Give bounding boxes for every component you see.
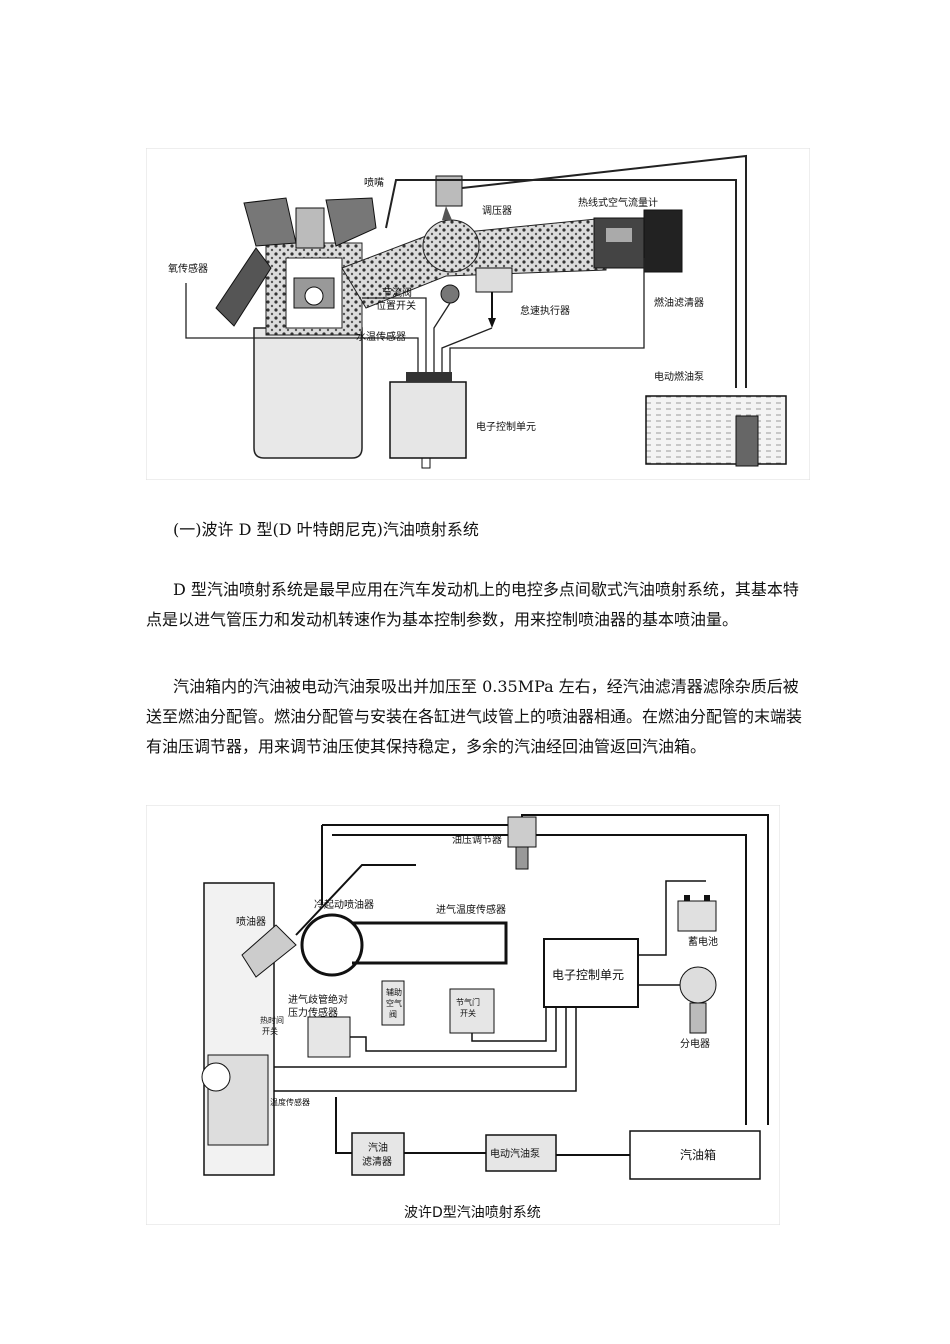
- bosch-d-type-diagram: 油压调节器 喷油器 冷起动喷油器 进气温度传感器 蓄电池 电子控制单元 进气歧管…: [146, 805, 780, 1225]
- label-distributor: 分电器: [680, 1037, 710, 1050]
- engine-block: [201, 882, 297, 1176]
- label-injector: 喷油器: [236, 915, 266, 928]
- fuel-line: [321, 814, 769, 1125]
- battery: [677, 895, 717, 932]
- fuel-pressure-regulator: [507, 816, 537, 870]
- label-throttle-switch-1: 节流阀: [382, 286, 412, 299]
- electric-fuel-pump: [485, 1134, 557, 1172]
- label-aux-air-valve-1: 辅助: [386, 987, 402, 997]
- label-fuel-filter: 燃油滤清器: [654, 296, 704, 309]
- figure-caption: 波许D型汽油喷射系统: [404, 1205, 541, 1221]
- engine-block: [215, 197, 377, 459]
- label-thermo-time-switch-2: 开关: [262, 1026, 278, 1036]
- label-ecu: 电子控制单元: [552, 968, 624, 982]
- paragraph-1: D 型汽油喷射系统是最早应用在汽车发动机上的电控多点间歇式汽油喷射系统，其基本特…: [146, 580, 799, 629]
- fuel-tank: [645, 395, 787, 467]
- label-nozzle: 喷嘴: [364, 177, 384, 189]
- label-oxygen-sensor: 氧传感器: [168, 262, 208, 275]
- label-throttle-switch-2: 位置开关: [376, 299, 416, 312]
- label-fuel-pressure-regulator: 油压调节器: [452, 833, 502, 846]
- label-aux-air-valve-2: 空气: [386, 998, 402, 1008]
- label-idle-actuator: 怠速执行器: [520, 304, 570, 317]
- label-map-sensor-2: 压力传感器: [288, 1006, 338, 1019]
- fuel-tank: [629, 1130, 761, 1180]
- distributor: [679, 966, 717, 1034]
- fuel-filter: [351, 1132, 405, 1176]
- mass-air-flow-meter: [593, 209, 683, 273]
- label-pressure-regulator: 调压器: [482, 205, 512, 217]
- label-ecu: 电子控制单元: [476, 420, 536, 433]
- throttle-position-switch: [440, 284, 460, 304]
- label-fuel-filter-1: 汽油: [368, 1141, 388, 1154]
- label-water-temp-sensor: 水温传感器: [356, 330, 406, 343]
- label-map-sensor-1: 进气歧管绝对: [288, 993, 348, 1006]
- label-aux-air-valve-3: 阀: [389, 1010, 397, 1019]
- label-battery: 蓄电池: [688, 935, 718, 948]
- idle-actuator: [475, 267, 513, 328]
- label-fuel-filter-2: 滤清器: [362, 1155, 392, 1168]
- signal-wires: [274, 1007, 577, 1092]
- ecu-box: [389, 372, 467, 469]
- map-sensor: [307, 1016, 351, 1058]
- fuel-return-line: [461, 154, 747, 388]
- section-title: (一)波许 D 型(D 叶特朗尼克)汽油喷射系统: [173, 520, 479, 539]
- fuel-supply-line: [335, 1097, 630, 1156]
- intake-manifold: [295, 864, 508, 977]
- paragraph-2: 汽油箱内的汽油被电动汽油泵吸出并加压至 0.35MPa 左右，经汽油滤清器滤除杂…: [146, 677, 803, 756]
- label-intake-air-temp-sensor: 进气温度传感器: [436, 903, 506, 916]
- label-cold-start-injector: 冷起动喷油器: [314, 898, 374, 911]
- signal-wires: [185, 258, 645, 372]
- battery-wire: [638, 880, 706, 956]
- fuel-injection-diagram: 喷嘴 调压器 热线式空气流量计 氧传感器 节流阀 位置开关 怠速执行器 燃油滤清…: [146, 148, 810, 480]
- throttle-switch: [449, 988, 495, 1034]
- label-throttle-switch-1: 节气门: [456, 997, 480, 1007]
- label-temp-sensor: 温度传感器: [270, 1097, 310, 1107]
- aux-air-valve: [381, 980, 405, 1026]
- ecu-box: [543, 938, 639, 1008]
- label-hot-wire-maf: 热线式空气流量计: [578, 196, 658, 209]
- fuel-line: [385, 179, 737, 388]
- label-thermo-time-switch-1: 热时间: [260, 1015, 284, 1025]
- label-fuel-tank: 汽油箱: [680, 1147, 716, 1162]
- label-throttle-switch-2: 开关: [460, 1008, 476, 1018]
- label-electric-fuel-pump: 电动燃油泵: [654, 370, 704, 383]
- label-electric-fuel-pump: 电动汽油泵: [490, 1147, 540, 1160]
